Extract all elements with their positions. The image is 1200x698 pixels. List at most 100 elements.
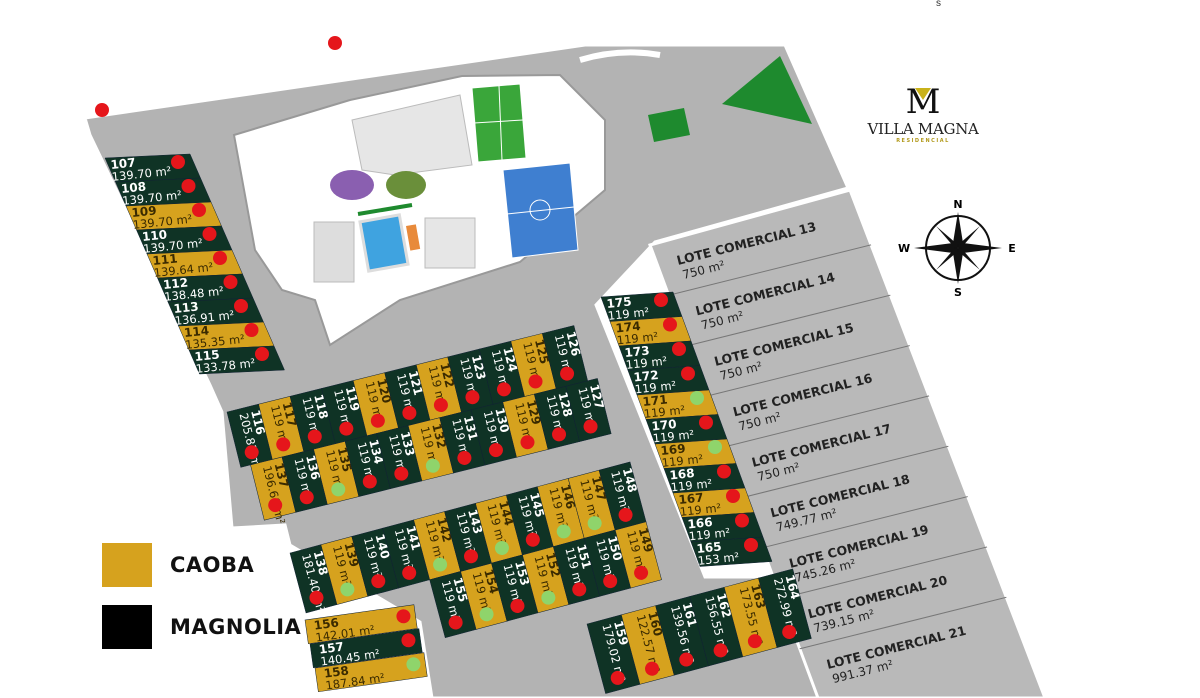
lot-status-dot-sold[interactable] [255,347,269,361]
lot-status-dot-sold[interactable] [244,323,259,337]
lot-status-dot-sold[interactable] [699,415,713,430]
lot-status-dot-sold[interactable] [602,573,619,590]
lot-status-dot-available[interactable] [339,581,356,598]
lot-status-dot-sold[interactable] [609,669,626,686]
lot-status-dot-sold[interactable] [551,426,568,443]
lot-status-dot-sold[interactable] [582,418,599,435]
lot-status-dot-sold[interactable] [393,465,410,482]
lot-status-dot-available[interactable] [330,481,347,498]
lot-status-dot-sold[interactable] [678,651,695,668]
lot-status-dot-sold[interactable] [487,442,504,459]
lot-status-dot-sold[interactable] [181,179,196,193]
lot-status-dot-sold[interactable] [509,597,526,614]
lot-status-dot-sold[interactable] [633,564,650,581]
lot-status-dot-sold[interactable] [717,464,731,479]
lot-status-dot-available[interactable] [432,556,449,573]
lot-status-dot-sold[interactable] [401,564,418,581]
lot-status-dot-sold[interactable] [746,633,763,650]
lot-status-dot-sold[interactable] [396,608,412,624]
lot-status-dot-available[interactable] [540,589,557,606]
lot-status-dot-sold[interactable] [369,412,386,429]
lot-status-dot-sold[interactable] [370,573,387,590]
lot-status-dot-available[interactable] [406,656,422,672]
lot-status-dot-sold[interactable] [456,449,473,466]
lot-status-dot-available[interactable] [708,440,722,454]
lot-status-dot-available[interactable] [555,523,572,540]
lot-status-dot-sold[interactable] [432,397,449,414]
lot-status-dot-sold[interactable] [672,342,686,356]
lot-status-dot-sold[interactable] [712,642,729,659]
lot-status-dot-sold[interactable] [171,155,185,169]
lot-status-dot-sold[interactable] [735,513,749,528]
lot-status-dot-sold[interactable] [744,538,758,552]
lot-status-dot-sold[interactable] [192,203,206,217]
lot-status-dot-available[interactable] [586,515,603,532]
lot-status-dot-sold[interactable] [401,632,417,648]
lot-status-dot-sold[interactable] [571,581,588,598]
lot-status-dot-available[interactable] [478,606,495,623]
lot-status-dot-sold[interactable] [781,623,798,640]
lot-status-dot-available[interactable] [690,391,704,405]
lot-status-dot-sold[interactable] [306,428,323,445]
lot-status-dot-sold[interactable] [308,589,325,606]
lot-status-dot-sold[interactable] [401,404,418,421]
lot-status-dot-sold[interactable] [298,489,315,506]
lot-status-dot-sold[interactable] [643,660,660,677]
lot-status-dot-sold[interactable] [519,434,536,451]
lot-status-dot-available[interactable] [493,539,510,556]
lot-status-dot-sold[interactable] [447,614,464,631]
lot-status-dot-available[interactable] [424,457,441,474]
lot-status-dot-sold[interactable] [524,531,541,548]
lot-status-dot-sold[interactable] [617,506,634,523]
lot-status-dot-sold[interactable] [243,444,260,461]
lot-status-dot-sold[interactable] [527,373,544,390]
lot-status-dot-sold[interactable] [496,381,513,398]
lot-status-dot-sold[interactable] [462,548,479,565]
lot-status-dot-sold[interactable] [654,293,668,307]
lot-status-dot-sold[interactable] [234,299,248,313]
lot-status-dot-sold[interactable] [338,420,355,437]
lot-status-dot-sold[interactable] [223,275,238,289]
